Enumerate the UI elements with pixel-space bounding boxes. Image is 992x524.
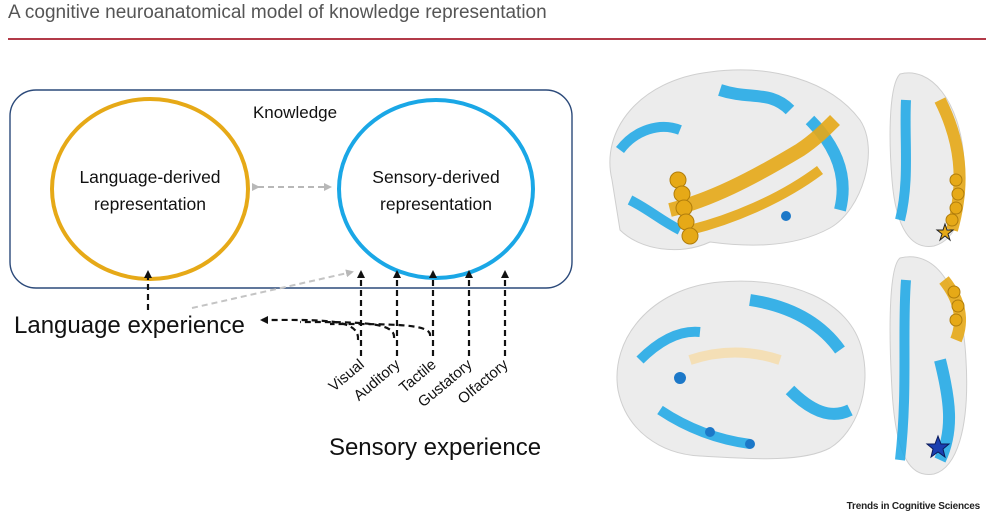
- sensory-derived-node: [337, 98, 535, 280]
- language-node-line2: representation: [94, 194, 206, 214]
- page-title: A cognitive neuroanatomical model of kno…: [8, 2, 547, 23]
- brain-ventral-view: [889, 256, 968, 476]
- star-icon: [935, 222, 955, 242]
- language-node-line1: Language-derived: [79, 167, 220, 187]
- brain-frontal-view: [889, 72, 966, 247]
- brain-lateral-view: [609, 69, 869, 251]
- title-divider: [8, 38, 986, 40]
- tactile-to-language-arrow: [329, 322, 432, 337]
- language-experience-label: Language experience: [14, 312, 245, 339]
- knowledge-diagram: Knowledge Language-derived representatio…: [9, 89, 573, 461]
- knowledge-label: Knowledge: [253, 103, 337, 122]
- sensory-experience-label: Sensory experience: [329, 434, 541, 461]
- language-derived-node: [50, 97, 250, 281]
- star-icon-blue: [925, 434, 951, 459]
- visual-to-language-arrow: [260, 315, 360, 341]
- sensory-node-line1: Sensory-derived: [372, 167, 499, 187]
- sensory-node-line2: representation: [380, 194, 492, 214]
- language-to-sensory-arrow: [191, 269, 354, 309]
- brain-medial-view: [616, 280, 866, 460]
- journal-credit: Trends in Cognitive Sciences: [846, 501, 981, 512]
- brain-renderings: [609, 69, 968, 476]
